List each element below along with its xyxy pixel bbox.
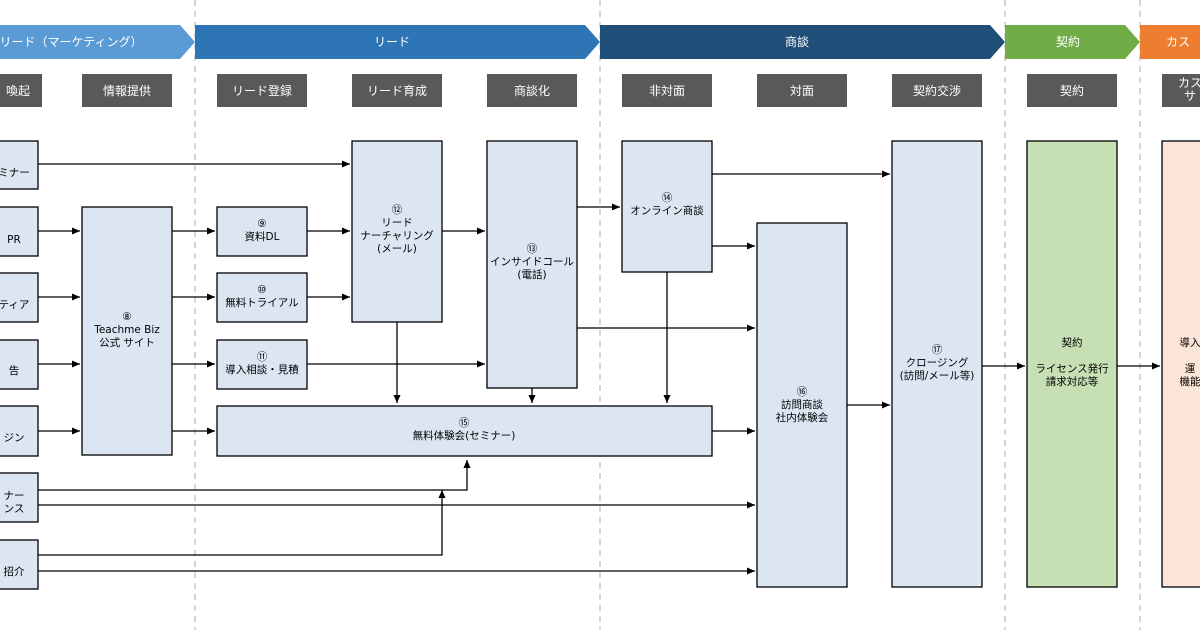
subheader-dealify xyxy=(487,74,577,107)
phase-dividers xyxy=(194,0,1141,630)
phase-marketing-label: 未リード（マーケティング） xyxy=(0,35,143,49)
node-contract-label: 契約 ライセンス発行請求対応等 xyxy=(1035,336,1109,388)
source-media xyxy=(0,272,39,323)
source-partner xyxy=(0,472,39,523)
phase-deal xyxy=(600,25,1005,59)
node-online-meeting xyxy=(621,140,713,273)
subheader-nurture-label: リード育成 xyxy=(367,83,427,98)
subheader-customer xyxy=(1162,74,1200,107)
source-media-label: ティア xyxy=(0,299,29,311)
source-pr-label: PR xyxy=(7,234,21,246)
phase-deal-label: 商談 xyxy=(785,34,809,49)
phase-banner: 未リード（マーケティング） リード 商談 契約 カス xyxy=(0,25,1200,59)
phase-marketing xyxy=(0,25,195,59)
node-visit-meeting xyxy=(756,222,848,588)
subheader-lead-reg-label: リード登録 xyxy=(232,83,292,98)
source-seminar xyxy=(0,140,39,190)
node-free-trial xyxy=(216,272,308,323)
phase-customer-label: カス xyxy=(1166,35,1190,49)
source-magazine-label: ジン xyxy=(4,432,25,444)
node-closing xyxy=(891,140,983,588)
source-channels: ミナー PR ティア 告 ジン ナーンス 招介 xyxy=(0,140,39,590)
phase-lead-label: リード xyxy=(374,35,410,49)
arrow-partner-workshop xyxy=(38,460,471,491)
source-ad-label: 告 xyxy=(9,364,20,377)
node-doc-download xyxy=(216,206,308,257)
source-partner-label: ナーンス xyxy=(4,490,25,515)
subheader-awareness-label: 喚起 xyxy=(6,84,30,98)
source-pr xyxy=(0,206,39,257)
subheader-lead-reg xyxy=(217,74,307,107)
phase-contract-label: 契約 xyxy=(1056,34,1080,49)
node-lead-nurturing xyxy=(351,140,443,323)
connectors xyxy=(38,160,1160,575)
subheader-customer-label: カスサ xyxy=(1178,76,1200,103)
node-contract xyxy=(1026,140,1118,588)
arrow-referral-workshop xyxy=(38,490,446,556)
node-onboarding xyxy=(1161,140,1200,588)
source-referral xyxy=(0,539,39,590)
source-magazine xyxy=(0,405,39,457)
node-official-site xyxy=(81,206,173,456)
subheader-contract xyxy=(1027,74,1117,107)
subheader-awareness xyxy=(0,74,42,107)
phase-contract xyxy=(1005,25,1140,59)
subheader-contract-label: 契約 xyxy=(1060,83,1084,98)
subheader-negotiation xyxy=(892,74,982,107)
subheader-face xyxy=(757,74,847,107)
node-free-workshop xyxy=(216,405,713,457)
subheader-info-label: 情報提供 xyxy=(103,83,151,98)
subheader-remote-label: 非対面 xyxy=(649,84,685,98)
phase-lead xyxy=(195,25,600,59)
node-consultation xyxy=(216,339,308,390)
source-ad xyxy=(0,339,39,390)
node-onboarding-label: 導入 運機能 xyxy=(1180,336,1200,388)
source-referral-label: 招介 xyxy=(4,565,25,578)
subheader-negotiation-label: 契約交渉 xyxy=(913,83,961,98)
subheader-nurture xyxy=(352,74,442,107)
source-seminar-label: ミナー xyxy=(0,167,30,179)
subheader-face-label: 対面 xyxy=(790,84,814,98)
phase-customer xyxy=(1140,25,1200,59)
subheader-remote xyxy=(622,74,712,107)
stage-headers: 喚起 情報提供 リード登録 リード育成 商談化 非対面 対面 契約交渉 契約 カ… xyxy=(0,74,1200,107)
node-inside-call xyxy=(486,140,578,389)
subheader-dealify-label: 商談化 xyxy=(514,83,550,98)
subheader-info xyxy=(82,74,172,107)
